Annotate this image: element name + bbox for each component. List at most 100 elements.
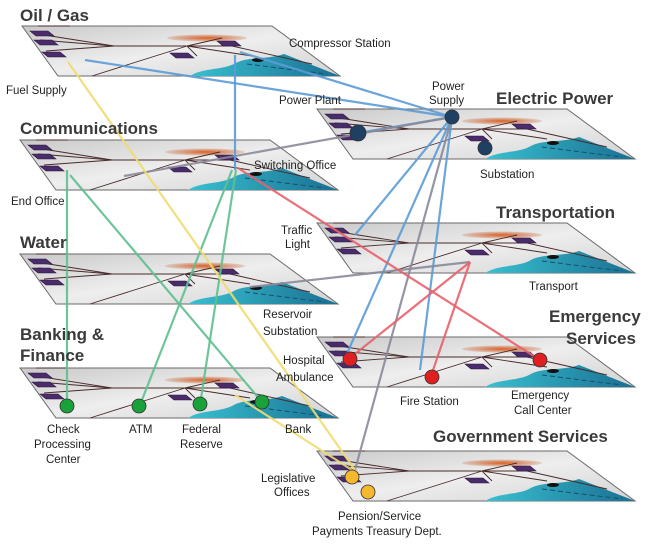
- link-emergency-to-switching: [237, 167, 541, 361]
- wire: [481, 128, 493, 140]
- river: [165, 262, 245, 270]
- wire: [91, 45, 188, 77]
- facility-box: [464, 249, 490, 256]
- water-channel: [541, 374, 623, 386]
- label-check-1: Check: [47, 424, 80, 436]
- water-region: [485, 137, 635, 159]
- wire: [89, 273, 186, 305]
- link-power-to-government: [353, 116, 454, 471]
- label-traffic-light-2: Light: [285, 239, 311, 251]
- river: [165, 376, 245, 384]
- wire: [184, 387, 251, 399]
- junction: [547, 255, 559, 259]
- link-hospital-to-transport: [349, 261, 471, 359]
- wire: [481, 242, 493, 254]
- wire: [231, 45, 313, 65]
- wire: [481, 120, 518, 130]
- wire: [386, 128, 483, 160]
- wire: [229, 387, 311, 407]
- label-federal-1: Federal: [182, 424, 221, 436]
- water-channel: [244, 405, 326, 417]
- wire: [481, 234, 518, 244]
- wire: [481, 470, 548, 482]
- wire: [386, 470, 483, 502]
- layer-title-government: Government Services: [433, 427, 608, 446]
- wire: [526, 128, 608, 148]
- wire: [43, 387, 113, 394]
- facility-box: [464, 135, 490, 142]
- junction: [547, 141, 559, 145]
- wire: [481, 356, 493, 368]
- label-emergency-call-2: Call Center: [514, 405, 572, 417]
- label-power-supply-2: Supply: [429, 95, 464, 107]
- label-compressor-station: Compressor Station: [289, 38, 391, 50]
- water-channel: [246, 63, 328, 75]
- facility-box: [324, 113, 350, 120]
- river: [462, 345, 542, 353]
- link-fire-to-transport: [429, 261, 472, 377]
- water-channel: [244, 177, 326, 189]
- wire: [186, 45, 198, 57]
- wire: [184, 151, 221, 161]
- substation-node: [477, 140, 493, 156]
- river: [167, 34, 247, 42]
- link-water-to-transport: [249, 260, 471, 289]
- layer-plane-transportation: [316, 222, 637, 274]
- label-end-office: End Office: [11, 196, 65, 208]
- layer-title-finance: Finance: [20, 346, 84, 365]
- atm-node: [131, 398, 147, 414]
- layer-plane-government: [316, 450, 637, 502]
- label-check-2: Processing: [34, 439, 91, 451]
- label-pension-2: Payments Treasury Dept.: [312, 526, 442, 538]
- label-substation: Substation: [480, 169, 534, 181]
- label-traffic-light-1: Traffic: [281, 225, 313, 237]
- wire: [184, 273, 251, 285]
- wire: [481, 462, 518, 472]
- link-power-to-hospital: [343, 116, 454, 359]
- fire-station-node: [424, 369, 440, 385]
- wire: [186, 45, 253, 57]
- link-power-to-compressor: [239, 50, 453, 119]
- facility-box: [464, 477, 490, 484]
- facility-box: [511, 237, 537, 244]
- label-hospital-1: Hospital: [283, 355, 325, 367]
- link-power-to-emergency: [418, 116, 454, 371]
- facility-box: [39, 165, 65, 172]
- label-hospital-2: Ambulance: [276, 372, 334, 384]
- wire: [186, 37, 223, 47]
- layer-plane-electric: [316, 108, 637, 160]
- link-power-to-communications: [123, 115, 453, 178]
- facility-box: [31, 381, 57, 388]
- bank-node: [254, 394, 270, 410]
- emergency-call-node: [532, 352, 548, 368]
- water-channel: [541, 488, 623, 500]
- pension-node: [360, 484, 376, 500]
- link-fuel-to-government: [67, 61, 356, 471]
- wire: [89, 159, 186, 191]
- label-fire-station: Fire Station: [400, 396, 459, 408]
- facility-box: [39, 393, 65, 400]
- label-fuel-supply: Fuel Supply: [6, 85, 67, 97]
- label-power-plant: Power Plant: [279, 95, 342, 107]
- water-region: [485, 251, 635, 273]
- facility-box: [27, 144, 53, 151]
- layer-title-water: Water: [20, 233, 67, 252]
- wire: [43, 159, 113, 166]
- wire: [340, 242, 410, 249]
- link-power-to-fuel-supply: [84, 58, 453, 119]
- layer-title-transportation: Transportation: [496, 203, 615, 222]
- label-legislative-1: Legislative: [261, 473, 315, 485]
- power-plant-node: [349, 124, 367, 142]
- link-fed-to-switching: [198, 169, 238, 406]
- link-bank-to-end-office: [69, 174, 263, 403]
- water-channel: [541, 260, 623, 272]
- facility-box: [167, 394, 193, 401]
- junction: [250, 172, 262, 176]
- wire: [526, 470, 608, 490]
- label-federal-2: Reserve: [180, 439, 223, 451]
- water-region: [485, 365, 635, 387]
- link-atm-to-switching: [138, 169, 234, 406]
- legislative-node: [344, 469, 360, 485]
- label-transport: Transport: [529, 281, 579, 293]
